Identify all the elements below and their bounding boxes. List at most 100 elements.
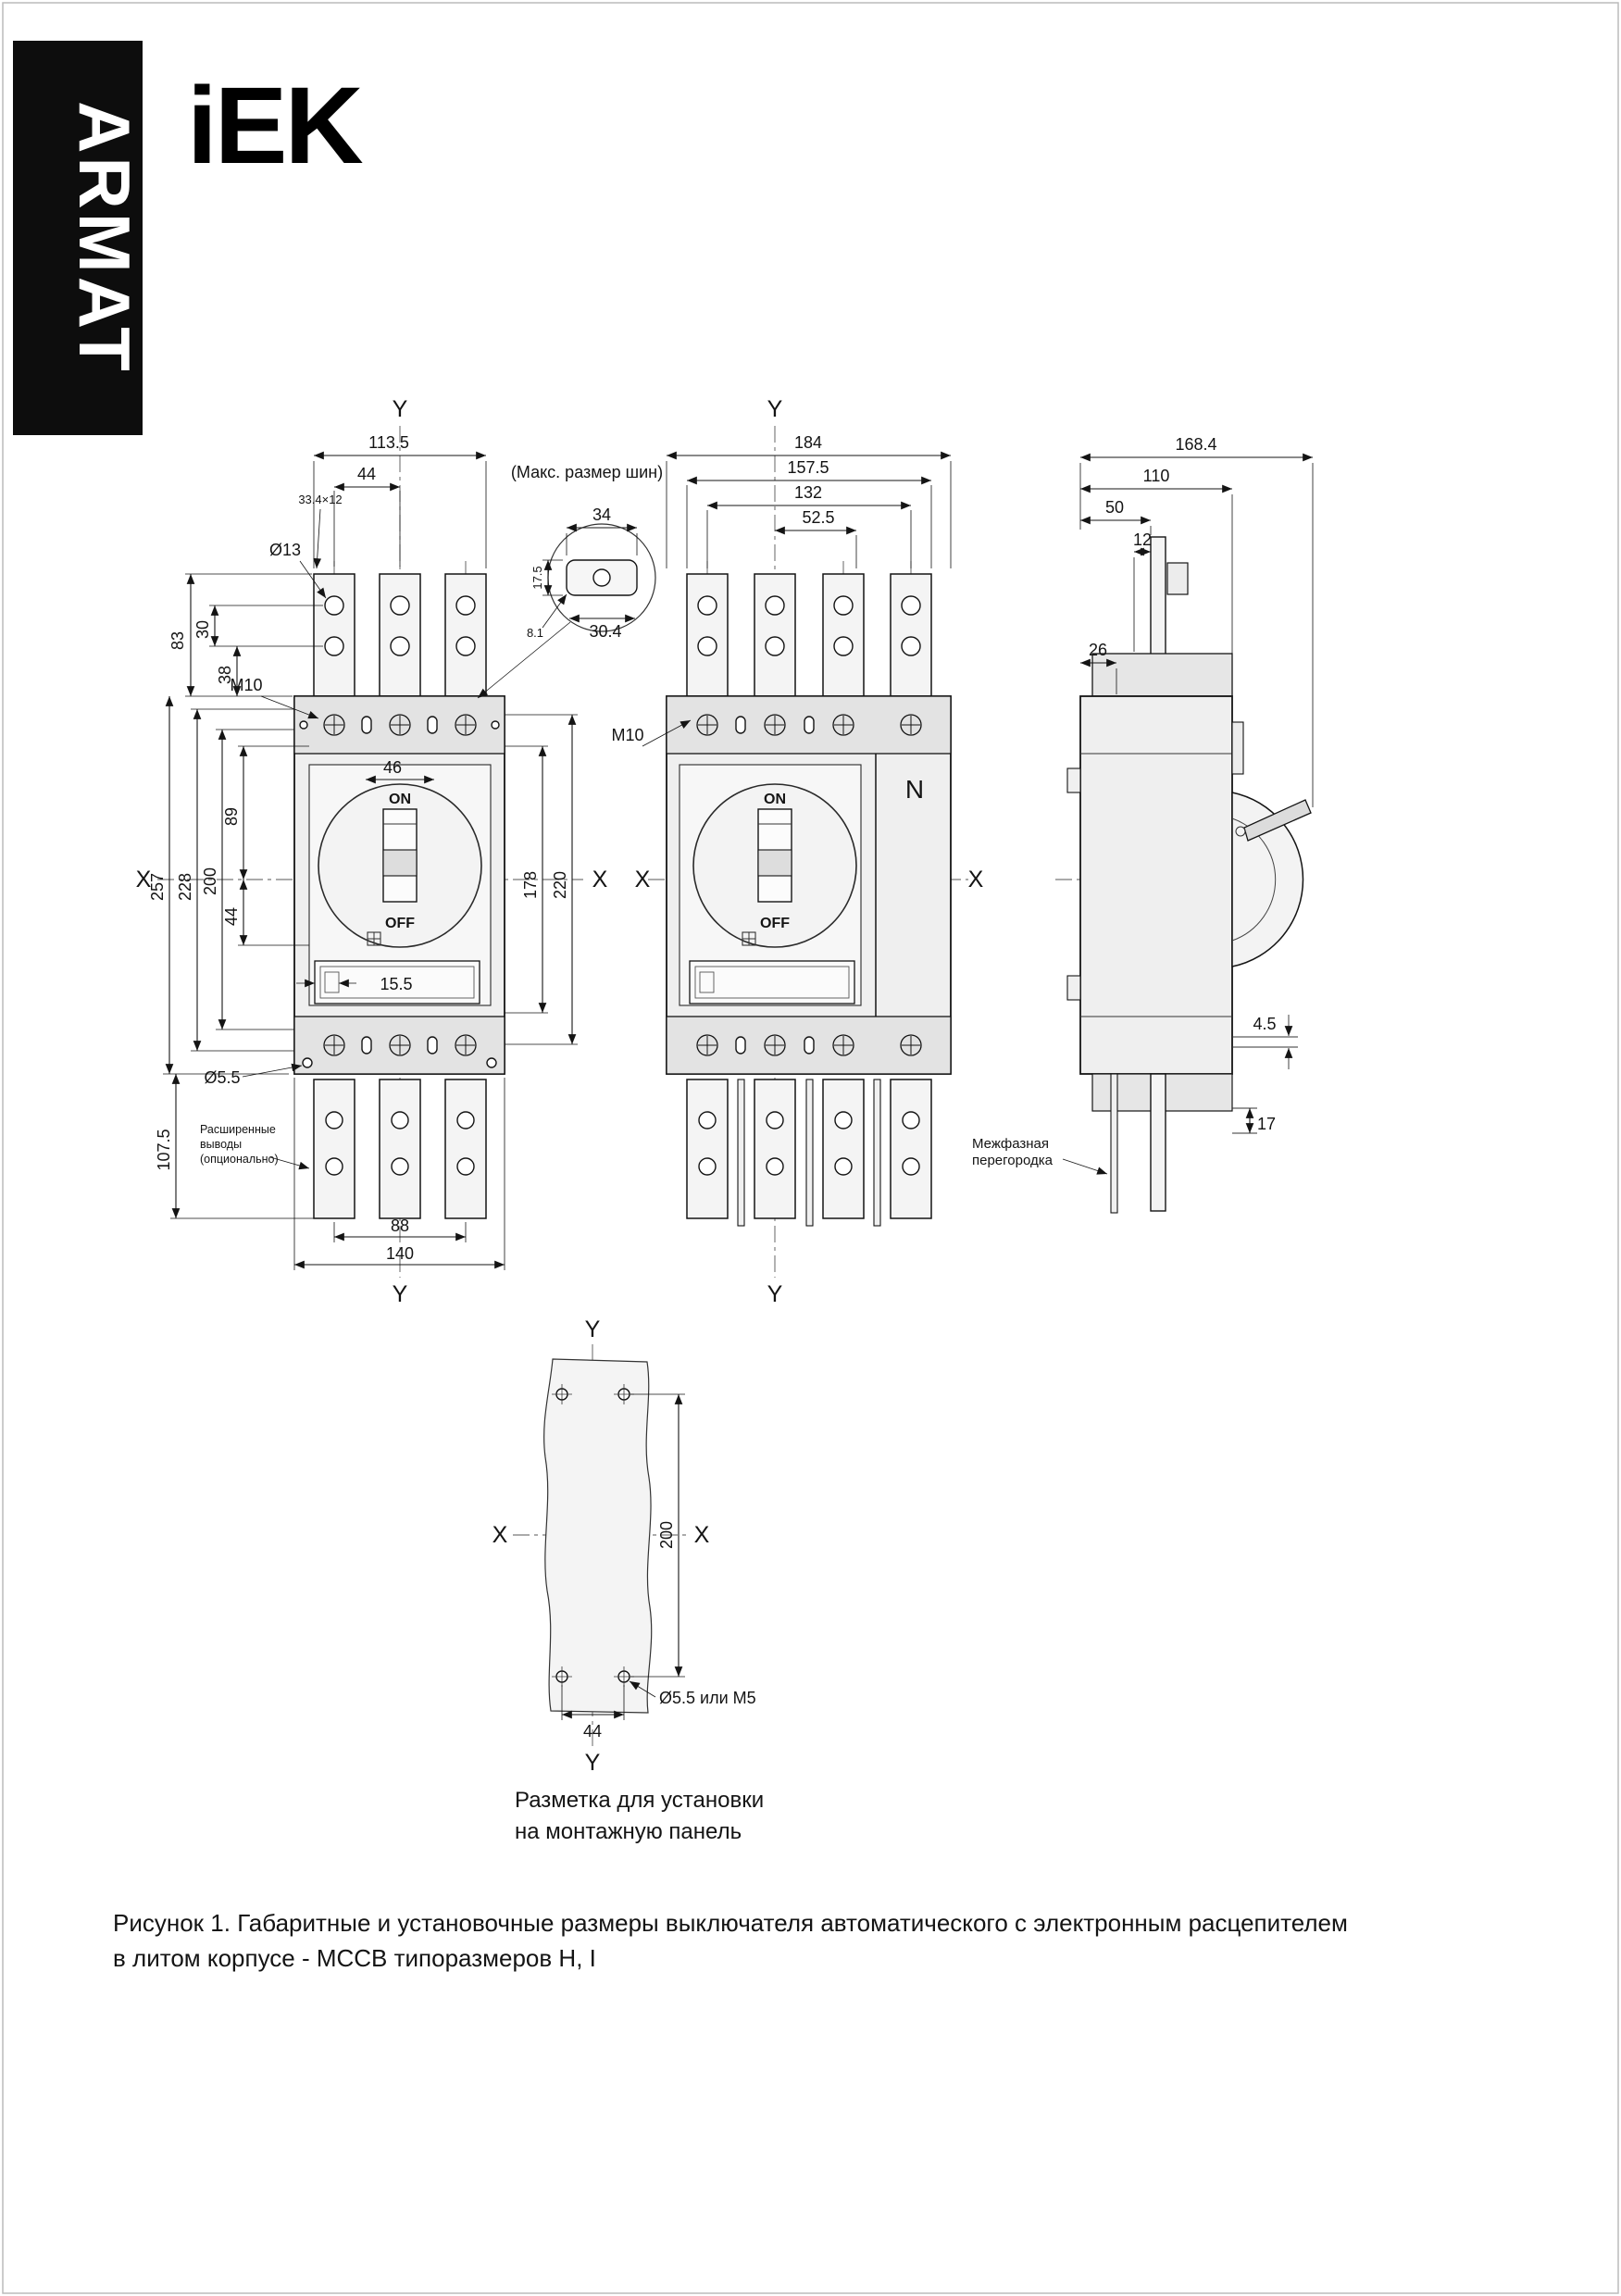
dim-toggle-width: 46 <box>383 758 402 777</box>
dim-tab-length: 83 <box>168 631 187 650</box>
interphase-partition <box>873 1079 881 1227</box>
dim-depth-110: 110 <box>1143 467 1170 485</box>
dim-bottom-hole: Ø5.5 <box>204 1068 240 1087</box>
mounting-lug <box>1066 975 1081 1001</box>
axis-x-left: X <box>493 1522 508 1548</box>
terminal-tab <box>754 573 796 697</box>
mounting-marking: Y Y X X 200 Ø5.5 или M5 44 Разметка для … <box>493 1316 764 1844</box>
figure-caption-line-2: в литом корпусе - MCCB типоразмеров H, I <box>113 1944 596 1972</box>
dim-bus-width: 34 <box>592 505 611 524</box>
dim-label-offset: 15.5 <box>380 975 412 993</box>
dim-panel-4-5: 4.5 <box>1253 1015 1276 1033</box>
mounting-hole <box>486 1057 497 1068</box>
axis-x-left: X <box>136 867 152 892</box>
dim-total-width: 113.5 <box>368 433 409 452</box>
off-label: OFF <box>760 916 790 931</box>
mounting-hole <box>302 1057 313 1068</box>
brand-banner <box>13 41 143 435</box>
dim-ext-length: 107.5 <box>155 1129 173 1170</box>
terminal-tab <box>822 573 865 697</box>
extended-terminal <box>822 1079 865 1219</box>
mounting-lug <box>1066 767 1081 793</box>
axis-y-bottom: Y <box>585 1750 601 1776</box>
dim-bus-thickness: 17.5 <box>530 566 544 589</box>
dim-hole-v: 200 <box>657 1521 676 1549</box>
mounting-panel <box>543 1358 653 1714</box>
extended-terminal <box>379 1079 421 1219</box>
dim-width-157: 157.5 <box>787 458 829 477</box>
dim-depth-12: 12 <box>1133 530 1152 549</box>
off-label: OFF <box>385 916 415 931</box>
axis-y-bottom: Y <box>393 1281 408 1307</box>
dimensions-side: 168.4 110 50 12 26 4.5 17 <box>1079 435 1314 1133</box>
figure-caption-line-1: Рисунок 1. Габаритные и установочные раз… <box>113 1909 1348 1937</box>
axis-y-top: Y <box>767 396 783 422</box>
dim-mount-200: 200 <box>201 867 219 895</box>
top-terminal-block <box>1091 653 1233 697</box>
dim-mount-228: 228 <box>176 873 194 901</box>
front-view-4pole: N ON OFF <box>648 426 968 1278</box>
extended-terminal <box>313 1079 355 1219</box>
dim-hole-spec: Ø5.5 или M5 <box>659 1689 756 1707</box>
figure-caption: Рисунок 1. Габаритные и установочные раз… <box>113 1909 1348 1972</box>
extended-terminal <box>890 1079 932 1219</box>
axis-y-top: Y <box>585 1316 601 1342</box>
dim-offset-26: 26 <box>1089 641 1107 659</box>
axis-x-right: X <box>592 867 608 892</box>
dimensions-4pole: Y Y X X 184 157.5 132 52.5 M10 Межфазная… <box>611 396 1108 1307</box>
terminal-tab <box>890 573 932 697</box>
side-view <box>1055 536 1312 1214</box>
dim-axis-up: 89 <box>222 807 241 826</box>
dim-depth-total: 168.4 <box>1175 435 1216 454</box>
case-side <box>1079 695 1233 1075</box>
terminal-tab <box>313 573 355 697</box>
brand-logo: iEK <box>187 65 363 187</box>
dim-tab-section: 33.4×12 <box>298 493 342 506</box>
extended-terminals-note-3: (опционально) <box>200 1153 279 1166</box>
dim-bus-radius: 8.1 <box>527 626 543 640</box>
dimensions-3pole: Y Y X X 113.5 44 33.4×12 Ø13 83 30 38 M1… <box>136 396 608 1307</box>
interphase-partition <box>737 1079 745 1227</box>
dim-hole-gap: 30 <box>193 620 212 639</box>
axis-x-right: X <box>694 1522 710 1548</box>
axis-x-right: X <box>968 867 984 892</box>
terminal-tab <box>444 573 487 697</box>
dim-bus-hole-span: 30.4 <box>589 622 621 641</box>
dim-offset-17: 17 <box>1257 1115 1276 1133</box>
brand-banner-text: ARMAT <box>64 101 145 375</box>
dim-body-width: 140 <box>386 1244 414 1263</box>
partition-note-1: Межфазная <box>972 1136 1049 1152</box>
dim-hole-to-body: 38 <box>216 666 234 684</box>
dim-axis-down: 44 <box>222 907 241 926</box>
dim-right-220: 220 <box>551 871 569 899</box>
dim-height-overall: 257 <box>148 873 167 901</box>
dim-width-52: 52.5 <box>802 508 834 527</box>
dim-total-width: 184 <box>794 433 822 452</box>
neutral-pole-label: N <box>905 775 924 804</box>
extended-terminal <box>754 1079 796 1219</box>
dim-hole-h: 44 <box>583 1722 602 1741</box>
extended-terminal <box>686 1079 729 1219</box>
partition-note-2: перегородка <box>972 1153 1054 1168</box>
front-view-3pole: ON OFF <box>157 426 583 1278</box>
bottom-busbar-side <box>1150 1073 1166 1212</box>
dim-depth-50: 50 <box>1105 498 1124 517</box>
rating-label-window <box>689 960 855 1004</box>
dim-bolt-thread: M10 <box>230 676 262 694</box>
dim-right-178: 178 <box>521 871 540 899</box>
axis-x-left: X <box>635 867 651 892</box>
dim-hole-span: 88 <box>391 1217 409 1235</box>
axis-y-bottom: Y <box>767 1281 783 1307</box>
dim-pole-pitch: 44 <box>357 465 376 483</box>
terminal-tab <box>686 573 729 697</box>
busbar-detail-title: (Макс. размер шин) <box>511 463 663 481</box>
dim-bolt-thread: M10 <box>611 726 643 744</box>
mounting-caption-1: Разметка для установки <box>515 1788 764 1813</box>
mounting-caption-2: на монтажную панель <box>515 1819 742 1844</box>
dim-top-hole: Ø13 <box>269 541 301 559</box>
extended-terminals-note-2: выводы <box>200 1138 242 1151</box>
extended-terminals-note-1: Расширенные <box>200 1123 276 1136</box>
on-label: ON <box>764 792 786 807</box>
